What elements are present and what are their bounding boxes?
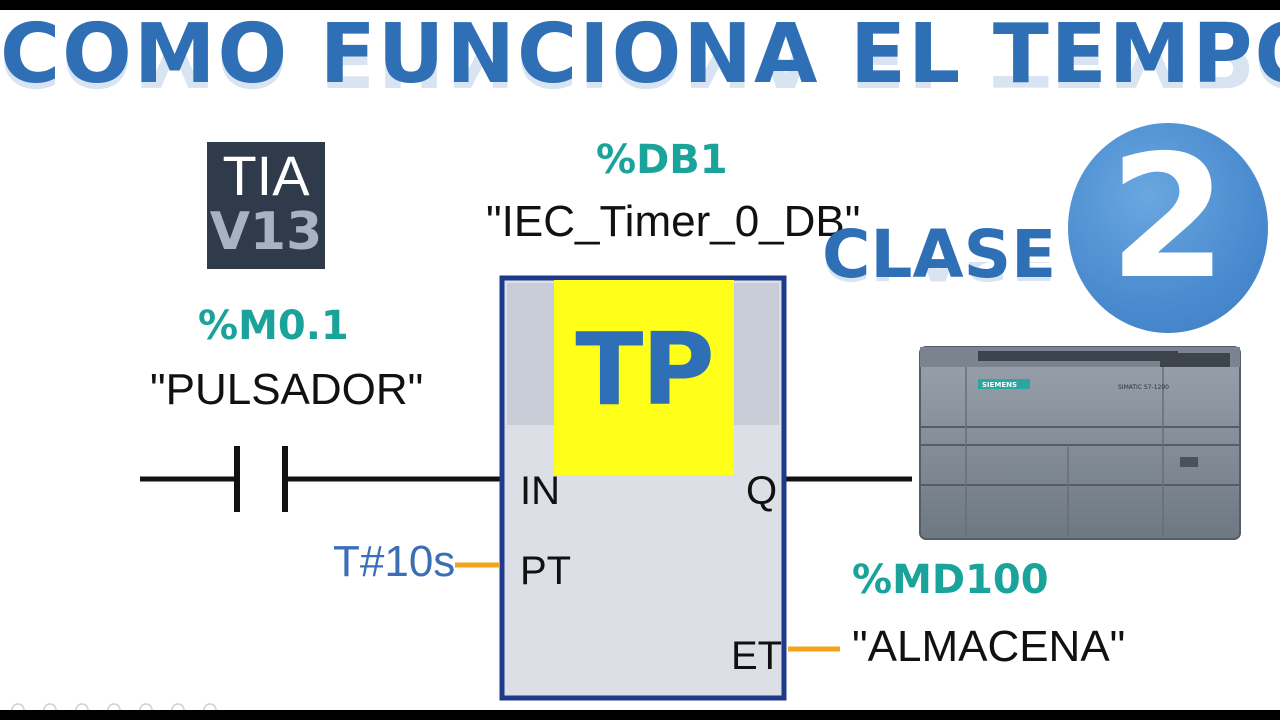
contact-name: "PULSADOR": [150, 365, 424, 414]
elapsed-name: "ALMACENA": [852, 622, 1126, 671]
lesson-label: CLASE: [822, 216, 1057, 293]
plc-brand: SIEMENS: [982, 381, 1017, 389]
plc-device-image: SIEMENS SIMATIC S7-1200: [919, 346, 1241, 540]
lesson-number: 2: [1108, 119, 1228, 317]
pin-pt: PT: [520, 549, 572, 593]
pin-q: Q: [746, 469, 778, 513]
badge-line-2: V13: [209, 202, 323, 262]
page-title: COMO FUNCIONA EL TEMPO: [0, 7, 1280, 102]
bottom-border: [0, 710, 1280, 720]
db-name: "IEC_Timer_0_DB": [486, 197, 861, 246]
elapsed-address: %MD100: [852, 557, 1049, 603]
contact-address: %M0.1: [198, 303, 349, 349]
lesson-number-circle: 2: [1068, 123, 1268, 333]
plc-top-connector-right: [1160, 353, 1230, 367]
plc-port: [1180, 457, 1198, 467]
tia-v13-badge: TIA V13: [207, 142, 325, 269]
plc-body: [919, 346, 1241, 540]
badge-line-1: TIA: [222, 144, 310, 207]
plc-model: SIMATIC S7-1200: [1118, 384, 1169, 391]
plc-top-connector: [978, 351, 1178, 361]
pin-et: ET: [731, 634, 783, 678]
tp-type-box: TP: [554, 280, 734, 475]
timer-type: TP: [575, 311, 715, 428]
pin-in: IN: [520, 469, 560, 513]
top-border: [0, 0, 1280, 10]
plc-brand-plate: [978, 379, 1030, 389]
db-address: %DB1: [596, 137, 728, 183]
preset-time: T#10s: [333, 537, 456, 586]
